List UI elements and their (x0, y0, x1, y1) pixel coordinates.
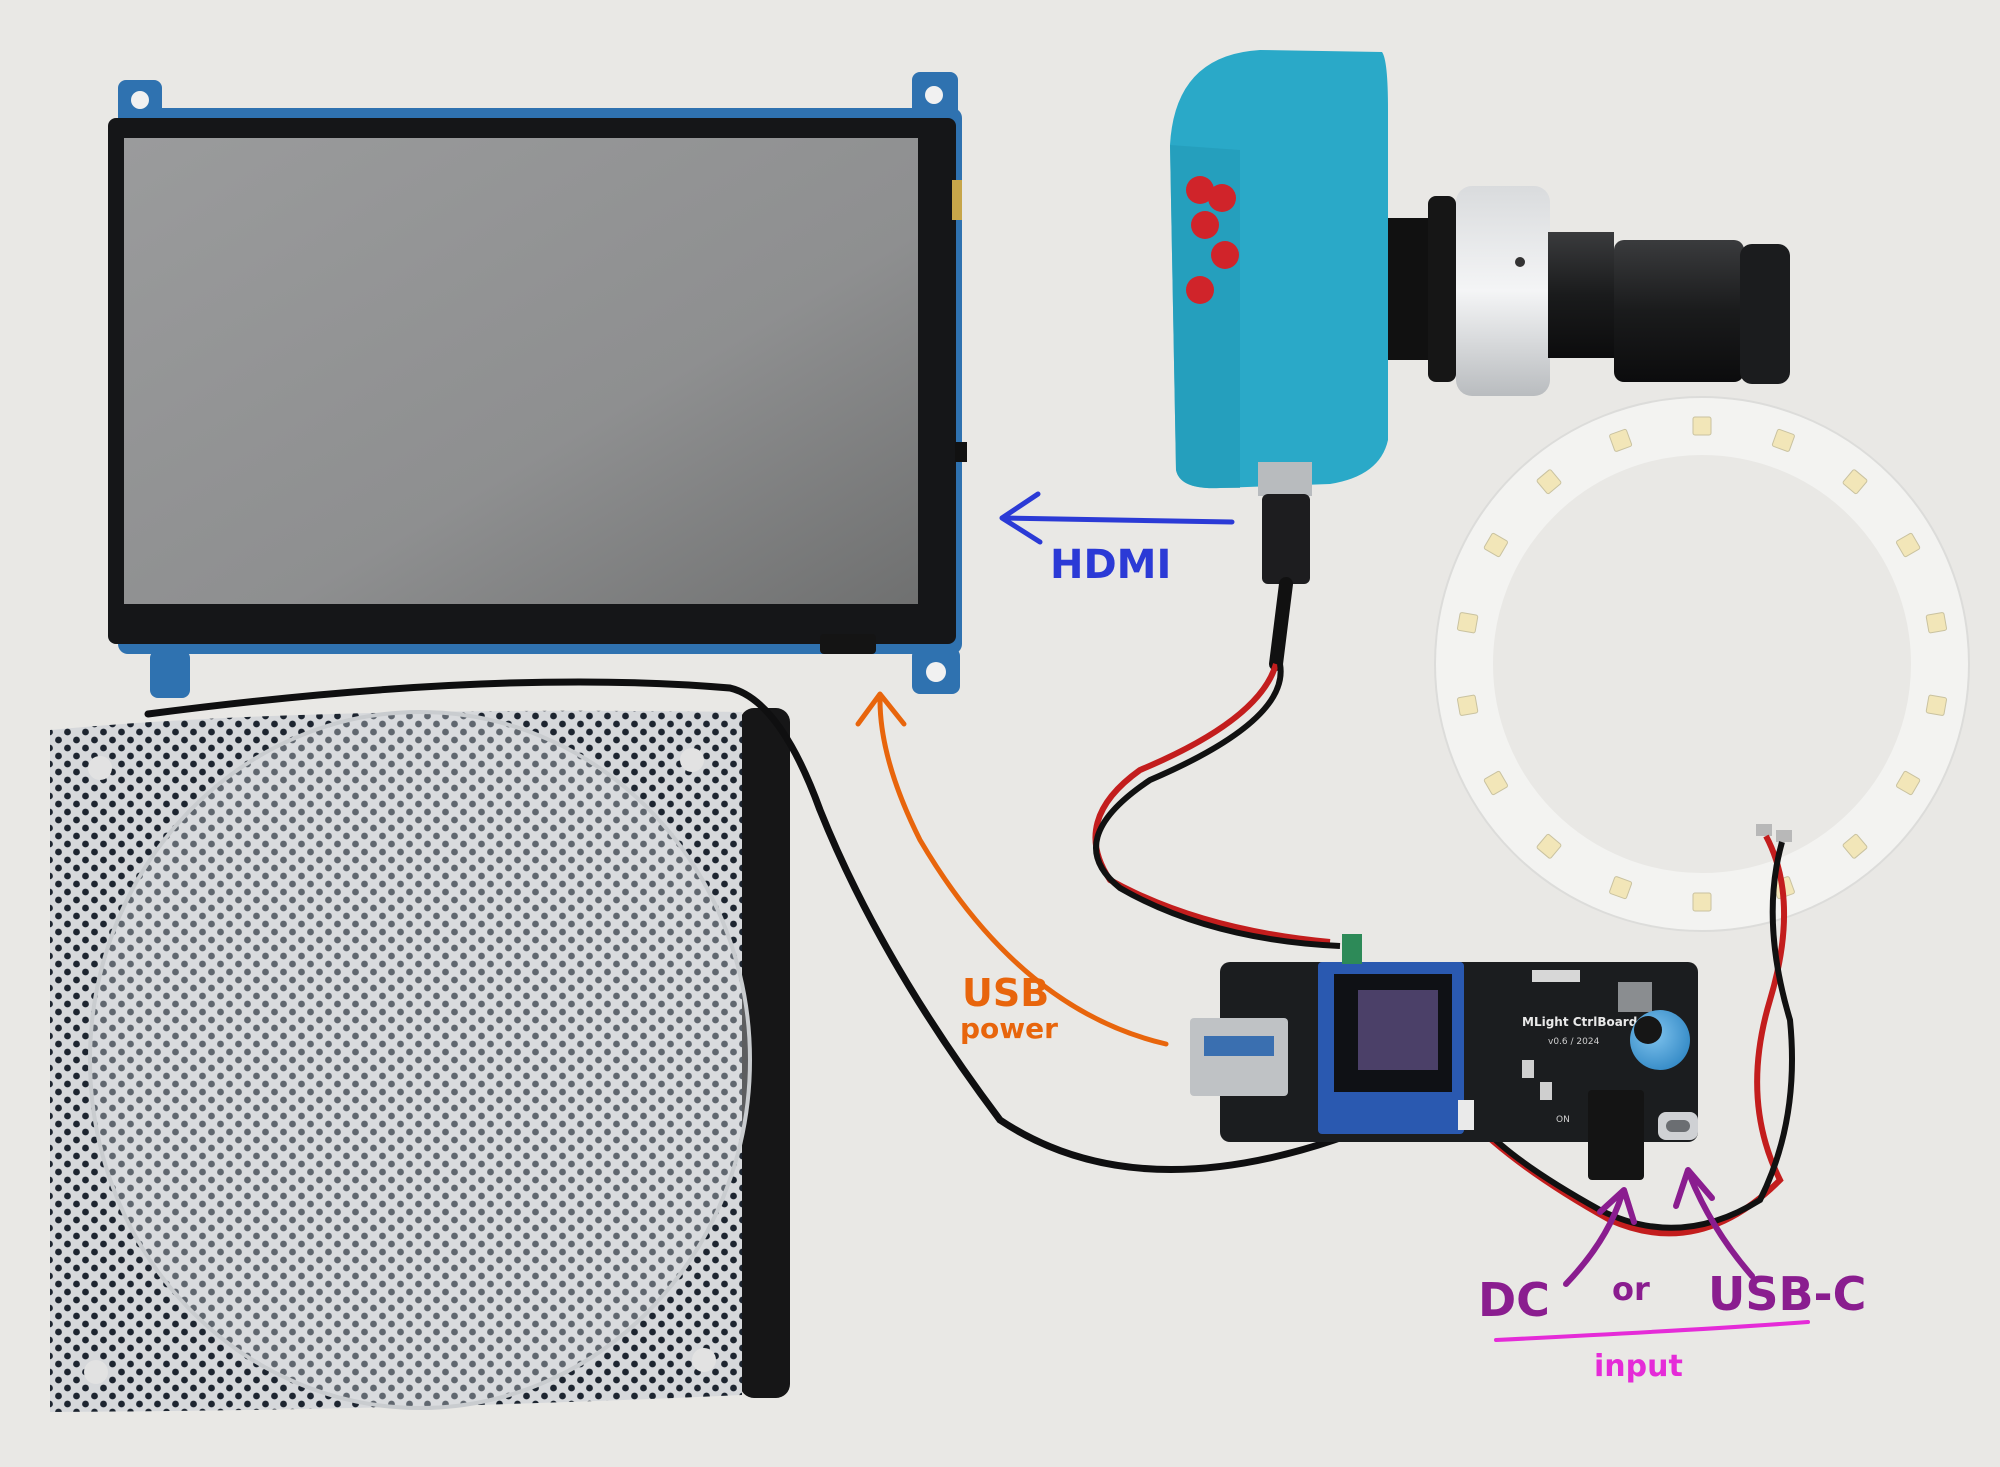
switch-label: ON (1556, 1115, 1570, 1125)
led-ring-light (1434, 396, 1970, 932)
usb-c-label: USB-C (1708, 1267, 1866, 1321)
led-chip (1456, 694, 1479, 716)
potentiometer (1618, 982, 1652, 1012)
perforated-fan-grill (50, 708, 790, 1412)
led-chip (1536, 833, 1562, 859)
led-chip (1896, 532, 1921, 558)
mount-tab (150, 650, 190, 698)
led-chip (1456, 612, 1479, 634)
glass-disc (90, 712, 750, 1408)
led-chip (1483, 770, 1508, 796)
led-chip (1609, 428, 1633, 452)
dc-label: DC (1478, 1273, 1550, 1327)
led-chip (1842, 833, 1868, 859)
power-label: power (960, 1012, 1058, 1045)
usb-c-arrow (1687, 1173, 1755, 1279)
camera-buttons (1186, 176, 1239, 304)
control-board: MLight CtrlBoard v0.6 / 2024 ON (1190, 934, 1698, 1180)
led-chip (1609, 876, 1633, 900)
led-chip (1925, 612, 1948, 634)
screen-surface (124, 138, 918, 604)
input-underline (1494, 1320, 1810, 1342)
annotations: HDMI USB power DC or USB-C input (855, 491, 1866, 1384)
usb-a-port (1190, 1018, 1288, 1096)
led-chip (1896, 770, 1921, 796)
dc-arrow (1563, 1191, 1625, 1287)
cables (144, 663, 1795, 1237)
led-chip (1692, 416, 1712, 436)
led-chip (1692, 892, 1712, 912)
dc-jack (1588, 1090, 1644, 1180)
led-chip (1925, 694, 1948, 716)
led-chip (1842, 469, 1868, 495)
input-label: input (1594, 1349, 1683, 1384)
led-chip (1483, 532, 1508, 558)
microscope-camera (1170, 50, 1790, 671)
lens-collar (1456, 186, 1550, 396)
ring-leds (1456, 416, 1948, 912)
board-title: MLight CtrlBoard (1522, 1015, 1637, 1029)
usb-label: USB (962, 971, 1049, 1015)
usb-power-arrow (877, 697, 1169, 1047)
led-chip (1771, 428, 1795, 452)
hdmi-arrow (1001, 515, 1235, 525)
hdmi-label: HDMI (1050, 542, 1171, 588)
hdmi-plug (1262, 494, 1310, 584)
board-version: v0.6 / 2024 (1548, 1037, 1600, 1047)
or-label: or (1612, 1270, 1650, 1308)
led-chip (1536, 469, 1562, 495)
lcd-display (108, 72, 967, 698)
lens-barrel (1614, 240, 1744, 382)
